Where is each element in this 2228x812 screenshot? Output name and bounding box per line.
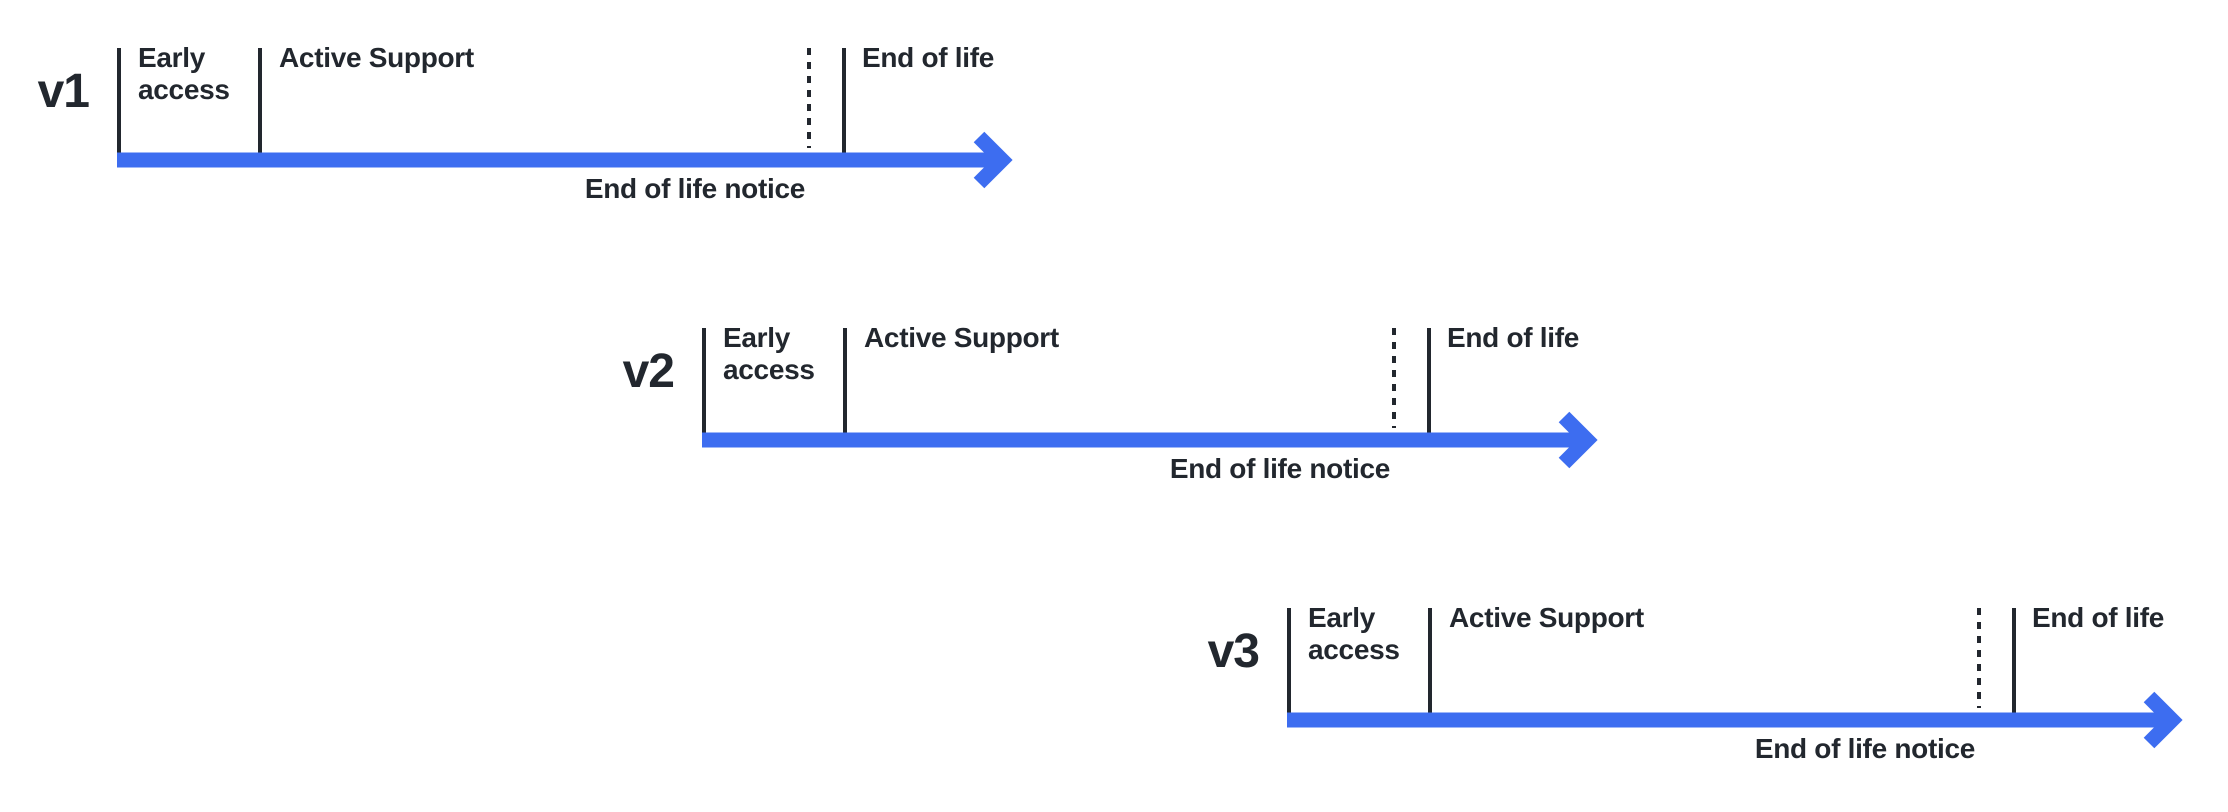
timeline-arrow-icon — [702, 411, 1598, 469]
end-of-life-notice-dashed-tick — [807, 48, 811, 148]
timeline-arrow-icon — [117, 131, 1013, 189]
timeline-row-v3: v3 Early access Active Support End of li… — [1187, 600, 2217, 780]
version-label: v2 — [622, 345, 675, 398]
version-label: v3 — [1207, 625, 1260, 678]
phase-label-end-of-life-notice: End of life notice — [584, 173, 805, 204]
phase-label-end-of-life: End of life — [862, 42, 995, 73]
end-of-life-tick — [1427, 328, 1431, 433]
version-label: v1 — [37, 65, 90, 118]
phase-label-end-of-life-notice: End of life notice — [1754, 733, 1975, 764]
phase-label-end-of-life: End of life — [2032, 602, 2165, 633]
phase-label-end-of-life-notice: End of life notice — [1169, 453, 1390, 484]
end-of-life-notice-dashed-tick — [1392, 328, 1396, 428]
phase-label-active-support: Active Support — [864, 322, 1059, 353]
end-of-life-tick — [842, 48, 846, 153]
active-support-start-tick — [843, 328, 847, 433]
phase-label-early-access: Early access — [138, 42, 230, 105]
early-access-start-tick — [117, 48, 121, 153]
early-access-start-tick — [702, 328, 706, 433]
phase-label-active-support: Active Support — [279, 42, 474, 73]
end-of-life-tick — [2012, 608, 2016, 713]
active-support-start-tick — [258, 48, 262, 153]
timeline-row-v1: v1 Early access Active Support End of li… — [17, 40, 1047, 220]
timeline-row-v2: v2 Early access Active Support End of li… — [602, 320, 1632, 500]
phase-label-early-access: Early access — [723, 322, 815, 385]
early-access-start-tick — [1287, 608, 1291, 713]
active-support-start-tick — [1428, 608, 1432, 713]
phase-label-early-access: Early access — [1308, 602, 1400, 665]
phase-label-end-of-life: End of life — [1447, 322, 1580, 353]
phase-label-active-support: Active Support — [1449, 602, 1644, 633]
end-of-life-notice-dashed-tick — [1977, 608, 1981, 708]
timeline-arrow-icon — [1287, 691, 2183, 749]
